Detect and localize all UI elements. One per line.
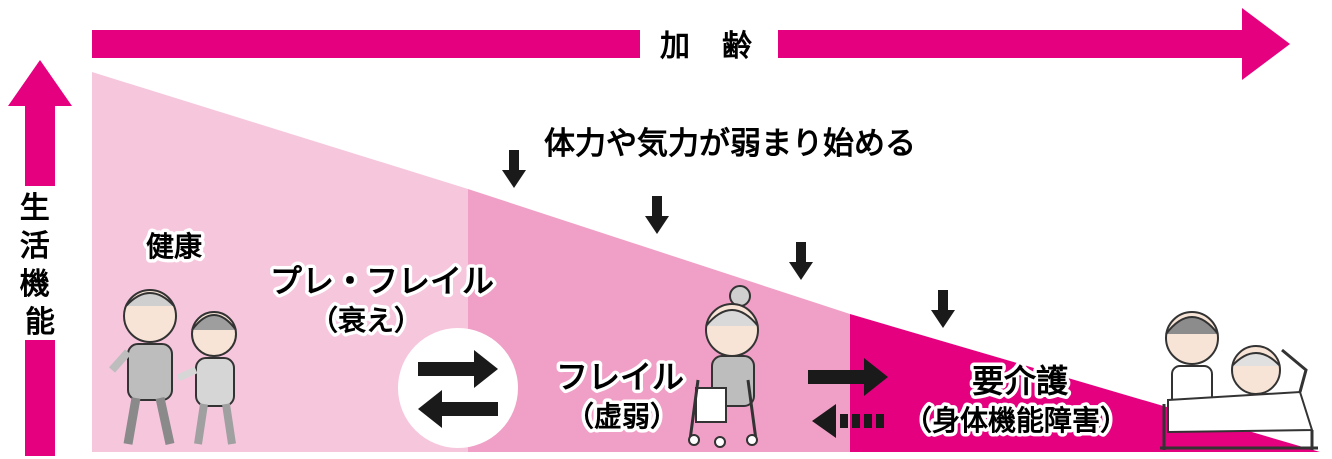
life-function-char-2: 活 — [20, 229, 50, 264]
recovery-dashed-arrow-icon — [812, 404, 884, 438]
elderly-woman-with-walker-illustration — [688, 285, 759, 448]
stage-care-label: 要介護 — [972, 362, 1069, 400]
life-function-char-4: 能 — [25, 305, 55, 340]
stage-frailty-sub: （虚弱） — [566, 400, 678, 433]
down-arrow-icon — [789, 242, 813, 280]
life-function-char-1: 生 — [20, 191, 50, 226]
aging-label-right: 齢 — [722, 29, 752, 64]
life-function-arrow: 生 活 機 能 — [8, 60, 72, 456]
life-function-char-3: 機 — [20, 267, 50, 302]
stage-health-label: 健康 — [146, 230, 203, 263]
aging-label-left: 加 — [660, 29, 690, 64]
aging-arrow: 加 齢 — [92, 8, 1290, 80]
elderly-couple-walking-illustration — [109, 289, 237, 445]
caregiver-and-patient-in-bed-illustration — [1160, 311, 1318, 450]
stage-care-sub: （身体機能障害） — [904, 404, 1128, 437]
zone-health — [92, 72, 468, 452]
down-arrow-icon — [645, 196, 669, 234]
down-arrow-icon — [931, 290, 955, 328]
bidirectional-arrow-icon — [398, 328, 518, 448]
decline-text: 体力や気力が弱まり始める — [544, 126, 916, 162]
stage-prefrailty-label: プレ・フレイル — [270, 262, 494, 300]
down-arrow-icon — [502, 150, 526, 188]
stage-prefrailty-sub: （衰え） — [310, 304, 422, 337]
stage-frailty-label: フレイル — [556, 358, 684, 396]
progress-arrow-icon — [808, 358, 888, 396]
life-function-label: 生 活 機 能 — [20, 191, 60, 340]
